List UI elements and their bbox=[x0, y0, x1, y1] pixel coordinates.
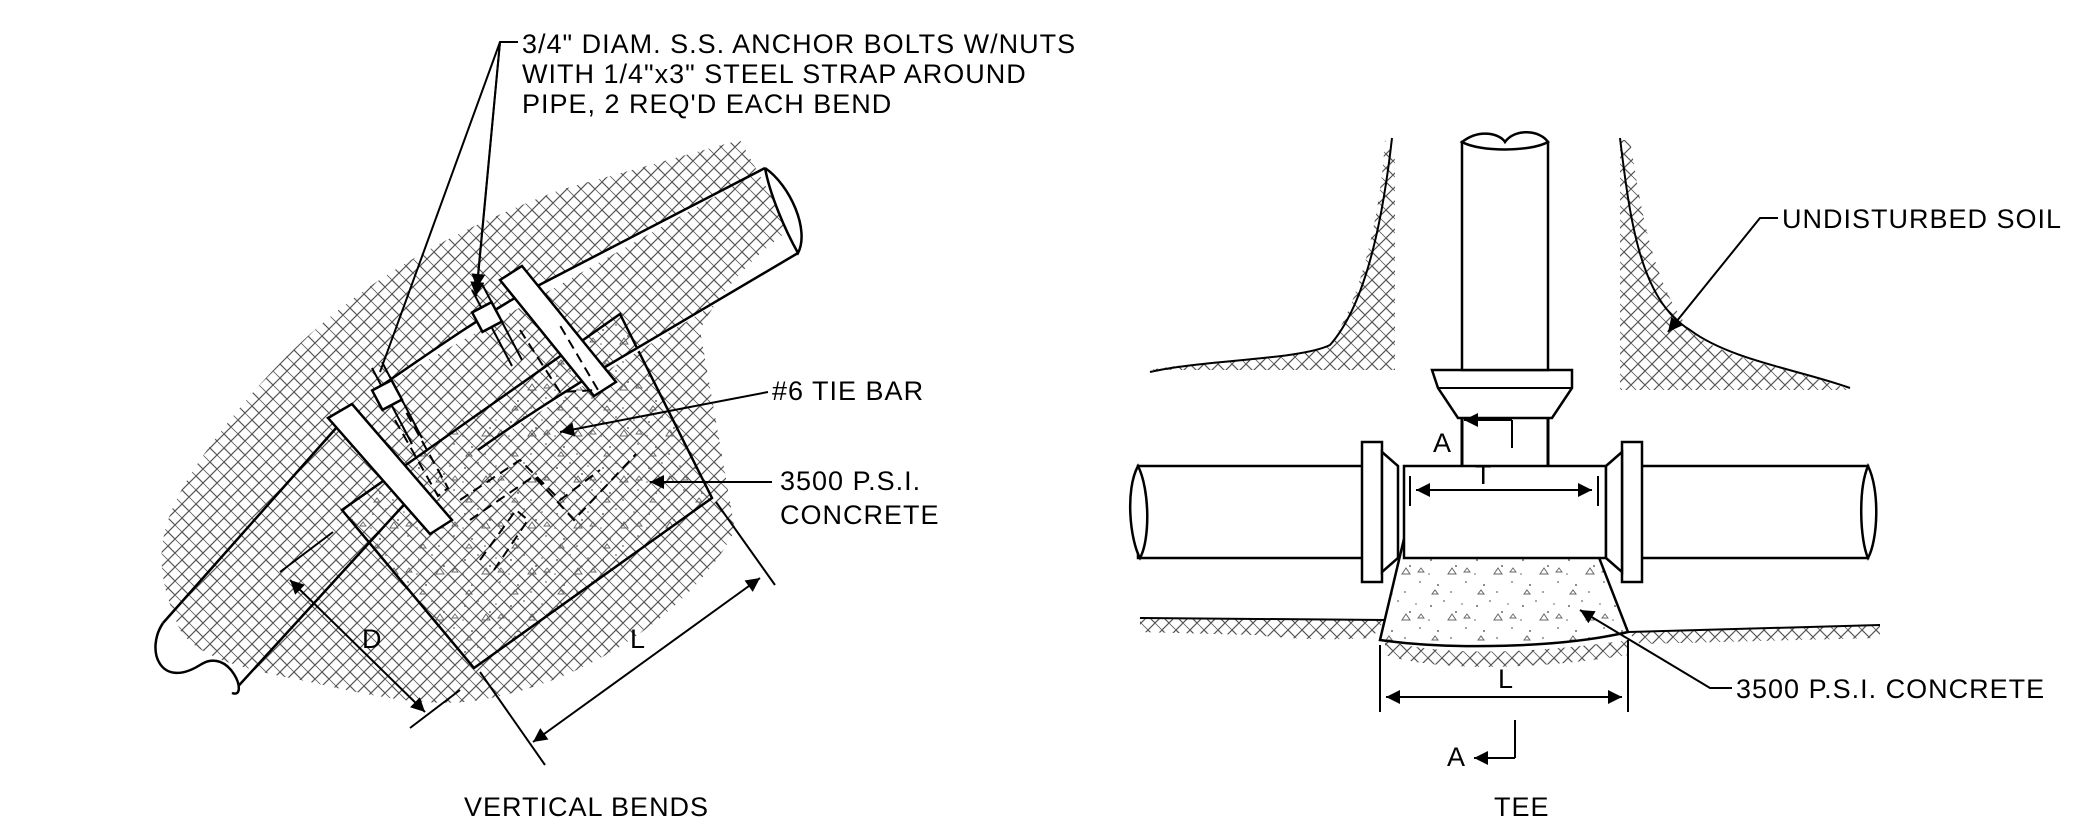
anchor-strap-upper bbox=[519, 321, 600, 394]
flange-lower bbox=[326, 402, 454, 536]
flange-upper bbox=[498, 264, 618, 398]
soil-hatch-bottom bbox=[1140, 618, 1880, 644]
section-label-bottom: A bbox=[1447, 742, 1466, 772]
tie-bar bbox=[459, 453, 637, 522]
tee-horizontal-pipe-right bbox=[1638, 464, 1870, 560]
tee-flange-left bbox=[1360, 440, 1384, 584]
note-concrete-left-line2: CONCRETE bbox=[780, 500, 940, 530]
concrete-block-left bbox=[340, 312, 714, 670]
dimension-l-tee bbox=[1379, 640, 1629, 712]
pipe-upper-end bbox=[763, 166, 803, 256]
section-marker-bottom bbox=[1474, 720, 1516, 765]
note-anchor-bolts-line1: 3/4" DIAM. S.S. ANCHOR BOLTS W/NUTS bbox=[522, 29, 1076, 59]
tee-branch-flange bbox=[1430, 368, 1574, 420]
note-anchor-bolts-line2: WITH 1/4"x3" STEEL STRAP AROUND bbox=[522, 59, 1027, 89]
dim-label-d: D bbox=[362, 624, 383, 654]
dimension-l bbox=[479, 501, 776, 766]
tee-branch-neck bbox=[1460, 418, 1550, 466]
dimension-t bbox=[1409, 476, 1599, 506]
soil-hatch-top-left bbox=[1150, 140, 1395, 370]
vertical-bends-view: 3/4" DIAM. S.S. ANCHOR BOLTS W/NUTS WITH… bbox=[154, 29, 1076, 822]
dim-label-l-left: L bbox=[630, 624, 646, 654]
leader-undisturbed-soil bbox=[1667, 217, 1778, 333]
note-concrete-tee: 3500 P.S.I. CONCRETE bbox=[1736, 674, 2045, 704]
note-concrete-left-line1: 3500 P.S.I. bbox=[780, 466, 921, 496]
tee-vertical-pipe bbox=[1460, 140, 1550, 372]
tee-body bbox=[1402, 464, 1608, 560]
soil-hatch-under bbox=[1385, 640, 1628, 667]
leader-concrete-tee bbox=[1579, 609, 1732, 689]
leader-tie-bar bbox=[559, 391, 769, 437]
dimension-d bbox=[279, 531, 461, 729]
tee-horizontal-pipe-left bbox=[1136, 464, 1365, 560]
tee-view: A T L A UNDISTURBED SOIL 3500 P.S.I. CON… bbox=[1128, 131, 2062, 822]
note-anchor-bolts-line3: PIPE, 2 REQ'D EACH BEND bbox=[522, 89, 892, 119]
dim-label-l-tee: L bbox=[1498, 664, 1514, 694]
tie-bar-hook bbox=[479, 508, 530, 571]
note-undisturbed-soil: UNDISTURBED SOIL bbox=[1782, 204, 2062, 234]
section-marker-top bbox=[1464, 413, 1513, 448]
note-tie-bar: #6 TIE BAR bbox=[772, 376, 924, 406]
pipe-lower-end bbox=[154, 622, 241, 695]
title-tee: TEE bbox=[1494, 792, 1550, 822]
title-vertical-bends: VERTICAL BENDS bbox=[464, 792, 709, 822]
bolt-lower bbox=[370, 361, 423, 445]
section-label-top: A bbox=[1433, 428, 1452, 458]
tee-flange-right bbox=[1620, 440, 1644, 584]
dim-label-t: T bbox=[1475, 460, 1493, 490]
